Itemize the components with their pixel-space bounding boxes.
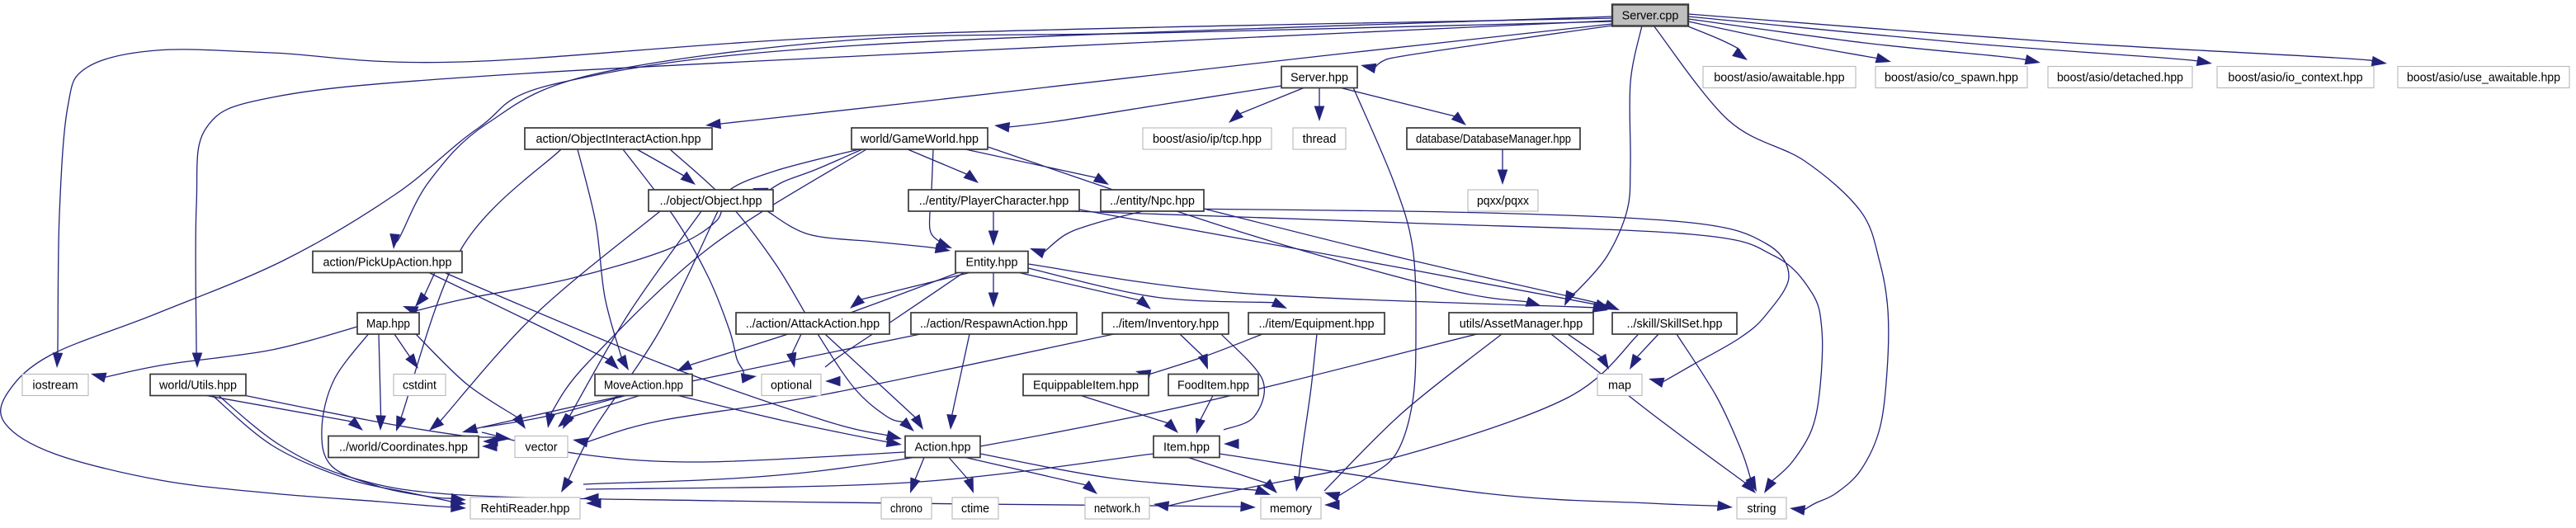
svg-text:world/Utils.hpp: world/Utils.hpp — [158, 380, 237, 393]
svg-text:../item/Equipment.hpp: ../item/Equipment.hpp — [1259, 318, 1375, 331]
svg-text:string: string — [1747, 502, 1776, 516]
svg-text:action/PickUpAction.hpp: action/PickUpAction.hpp — [323, 257, 452, 270]
svg-text:world/GameWorld.hpp: world/GameWorld.hpp — [860, 133, 979, 146]
svg-text:network.h: network.h — [1094, 502, 1140, 516]
svg-text:chrono: chrono — [890, 502, 922, 516]
svg-text:cstdint: cstdint — [403, 380, 436, 393]
svg-text:boost/asio/awaitable.hpp: boost/asio/awaitable.hpp — [1714, 72, 1844, 85]
svg-text:../world/Coordinates.hpp: ../world/Coordinates.hpp — [339, 441, 468, 455]
svg-text:Entity.hpp: Entity.hpp — [966, 257, 1018, 270]
svg-text:../action/AttackAction.hpp: ../action/AttackAction.hpp — [746, 318, 880, 331]
svg-text:pqxx/pqxx: pqxx/pqxx — [1477, 195, 1530, 208]
svg-text:map: map — [1608, 380, 1631, 393]
svg-text:boost/asio/ip/tcp.hpp: boost/asio/ip/tcp.hpp — [1153, 133, 1262, 146]
svg-text:EquippableItem.hpp: EquippableItem.hpp — [1033, 380, 1139, 393]
svg-text:utils/AssetManager.hpp: utils/AssetManager.hpp — [1460, 318, 1583, 331]
svg-text:Server.cpp: Server.cpp — [1622, 10, 1679, 23]
svg-text:RehtiReader.hpp: RehtiReader.hpp — [480, 502, 569, 516]
svg-text:vector: vector — [525, 441, 557, 455]
svg-text:../skill/SkillSet.hpp: ../skill/SkillSet.hpp — [1627, 318, 1723, 331]
svg-text:Server.hpp: Server.hpp — [1290, 72, 1348, 85]
svg-text:iostream: iostream — [32, 380, 78, 393]
svg-text:boost/asio/use_awaitable.hpp: boost/asio/use_awaitable.hpp — [2407, 72, 2560, 85]
svg-text:boost/asio/detached.hpp: boost/asio/detached.hpp — [2057, 72, 2183, 85]
svg-text:database/DatabaseManager.hpp: database/DatabaseManager.hpp — [1416, 133, 1571, 146]
svg-text:Item.hpp: Item.hpp — [1163, 441, 1210, 455]
svg-text:boost/asio/co_spawn.hpp: boost/asio/co_spawn.hpp — [1885, 72, 2018, 85]
svg-text:../entity/Npc.hpp: ../entity/Npc.hpp — [1110, 195, 1195, 208]
svg-text:ctime: ctime — [961, 502, 989, 516]
svg-text:Map.hpp: Map.hpp — [366, 318, 410, 331]
svg-text:boost/asio/io_context.hpp: boost/asio/io_context.hpp — [2228, 72, 2362, 85]
svg-text:../action/RespawnAction.hpp: ../action/RespawnAction.hpp — [920, 318, 1068, 331]
svg-text:MoveAction.hpp: MoveAction.hpp — [604, 380, 683, 393]
svg-text:../item/Inventory.hpp: ../item/Inventory.hpp — [1112, 318, 1219, 331]
svg-text:Action.hpp: Action.hpp — [914, 441, 970, 455]
svg-text:../object/Object.hpp: ../object/Object.hpp — [660, 195, 762, 208]
svg-text:action/ObjectInteractAction.hp: action/ObjectInteractAction.hpp — [536, 133, 701, 146]
svg-text:optional: optional — [771, 380, 812, 393]
svg-text:memory: memory — [1270, 502, 1313, 516]
svg-text:thread: thread — [1303, 133, 1337, 146]
svg-text:../entity/PlayerCharacter.hpp: ../entity/PlayerCharacter.hpp — [919, 195, 1069, 208]
svg-text:FoodItem.hpp: FoodItem.hpp — [1177, 380, 1249, 393]
